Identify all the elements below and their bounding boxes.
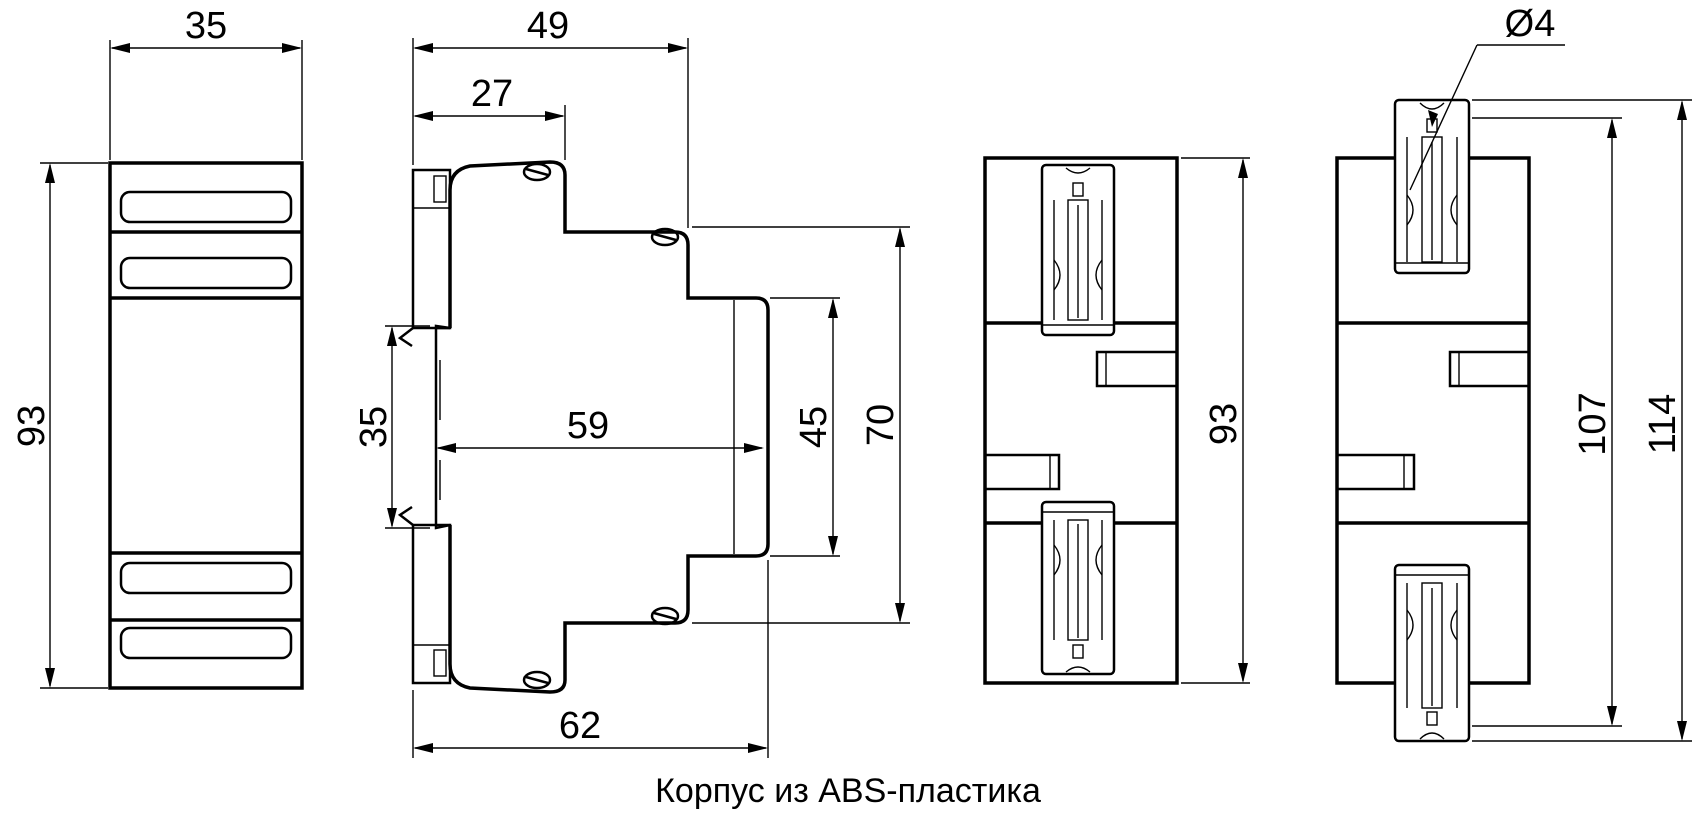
dim-front-height: 93 — [11, 405, 53, 447]
dim-side-depth-front: 27 — [471, 73, 513, 115]
dim-side-rail: 35 — [353, 406, 395, 448]
dim-side-inner: 59 — [567, 405, 609, 447]
back-view-closed: 93 — [983, 156, 1250, 685]
front-view: 35 93 — [11, 5, 304, 690]
dim-side-base: 62 — [559, 705, 601, 747]
dim-hole-diameter: Ø4 — [1505, 3, 1556, 45]
dim-side-depth-total: 49 — [527, 5, 569, 47]
dim-side-front-face: 45 — [793, 406, 835, 448]
side-view: 49 27 35 59 45 70 — [353, 5, 910, 758]
back-view-open: Ø4 107 114 — [1335, 3, 1692, 743]
dim-front-width: 35 — [185, 5, 227, 47]
dim-back-open-outer: 114 — [1642, 394, 1684, 455]
dim-back-height: 93 — [1203, 403, 1245, 445]
dim-side-mid: 70 — [860, 404, 902, 446]
dim-back-open-inner: 107 — [1572, 392, 1614, 455]
caption: Корпус из ABS-пластика — [655, 772, 1041, 810]
